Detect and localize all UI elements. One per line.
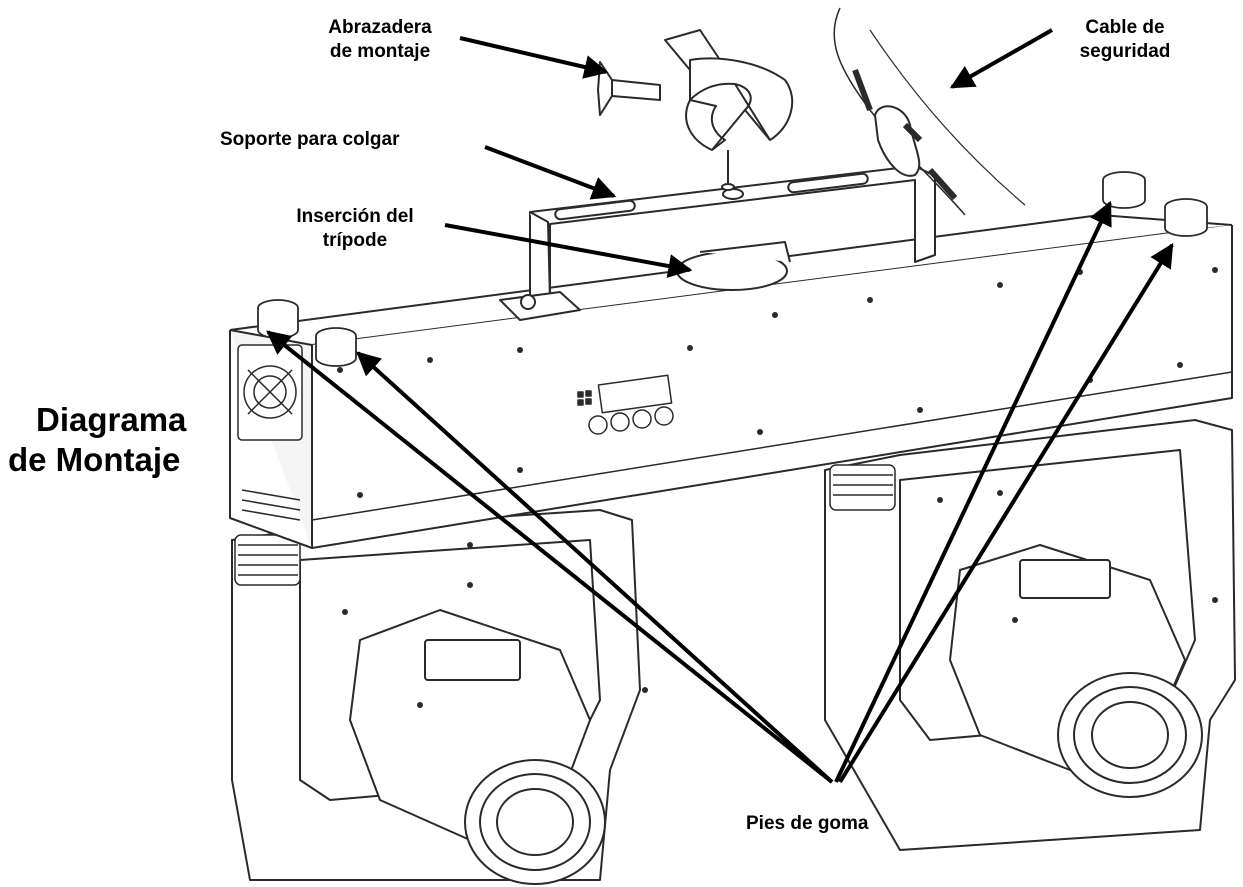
arrow-rubber-foot-3 (834, 200, 1112, 783)
rubber-feet-shapes (257, 171, 1208, 367)
control-panel (577, 374, 674, 435)
arrow-rubber-foot-1 (266, 330, 834, 784)
label-safety-cable: Cable de seguridad (1060, 16, 1190, 64)
label-safety-cable-line1: Cable de (1085, 17, 1165, 38)
hanging-bracket (499, 165, 936, 321)
right-moving-head (824, 419, 1236, 851)
label-safety-cable-line2: seguridad (1079, 40, 1171, 62)
label-hanging-bracket: Soporte para colgar (220, 129, 400, 150)
label-tripod-insert-line1: Inserción del (296, 206, 414, 227)
left-heatsink (234, 534, 301, 586)
left-moving-head (231, 509, 641, 885)
arrow-rubber-foot-2 (356, 351, 834, 784)
arrow-rubber-foot-4 (838, 242, 1174, 784)
label-mounting-clamp-line2: de montaje (329, 40, 431, 62)
label-tripod-insert: Inserción del trípode (270, 205, 440, 253)
arrow-hanging-bracket (484, 145, 617, 200)
arrow-mounting-clamp (459, 36, 609, 79)
label-mounting-clamp: Abrazadera de montaje (300, 16, 460, 64)
safety-cable-drawing (833, 7, 1026, 216)
end-cap-fan (237, 344, 303, 521)
mounting-clamp-drawing (597, 29, 794, 191)
leader-lines (266, 28, 1174, 784)
label-tripod-insert-line2: trípode (322, 229, 388, 251)
right-heatsink (829, 464, 896, 511)
label-rubber-feet: Pies de goma (746, 813, 869, 834)
diagram-title: Diagrama de Montaje (8, 400, 186, 479)
arrow-tripod-insert (444, 223, 693, 278)
label-mounting-clamp-line1: Abrazadera (328, 17, 432, 38)
fixture-drawing (229, 7, 1236, 885)
diagram-title-line1: Diagrama (36, 401, 187, 438)
diagram-title-line2: de Montaje (8, 440, 181, 478)
bar-screws (337, 267, 1218, 708)
arrow-safety-cable (949, 28, 1053, 89)
